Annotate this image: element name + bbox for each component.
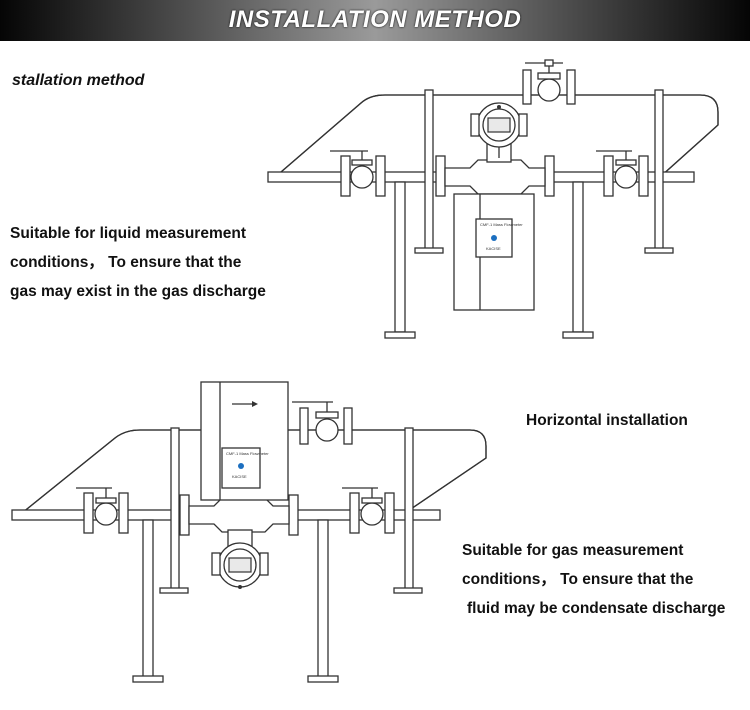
horizontal-line-1: Suitable for gas measurement — [462, 542, 684, 559]
horizontal-title: Horizontal installation — [526, 412, 688, 429]
horizontal-line-2: conditions， To ensure that the — [462, 571, 694, 588]
section-title: stallation method — [12, 72, 145, 89]
svg-text:CMF-1 Mass Flowmeter: CMF-1 Mass Flowmeter — [480, 222, 523, 227]
svg-text:CMF-1 Mass Flowmeter: CMF-1 Mass Flowmeter — [226, 451, 269, 456]
vertical-line-3: gas may exist in the gas discharge — [10, 283, 266, 300]
header-banner: INSTALLATION METHOD — [0, 0, 750, 41]
banner-title: INSTALLATION METHOD — [228, 6, 522, 33]
vertical-line-1: Suitable for liquid measurement — [10, 225, 246, 242]
vertical-line-2: conditions， To ensure that the — [10, 254, 242, 271]
horizontal-line-3: fluid may be condensate discharge — [467, 600, 726, 617]
vertical-description: Suitable for liquid measurement conditio… — [10, 219, 266, 306]
horizontal-description: Suitable for gas measurement conditions，… — [462, 536, 725, 623]
svg-text:KACISE: KACISE — [486, 246, 501, 251]
svg-text:KACISE: KACISE — [232, 474, 247, 479]
